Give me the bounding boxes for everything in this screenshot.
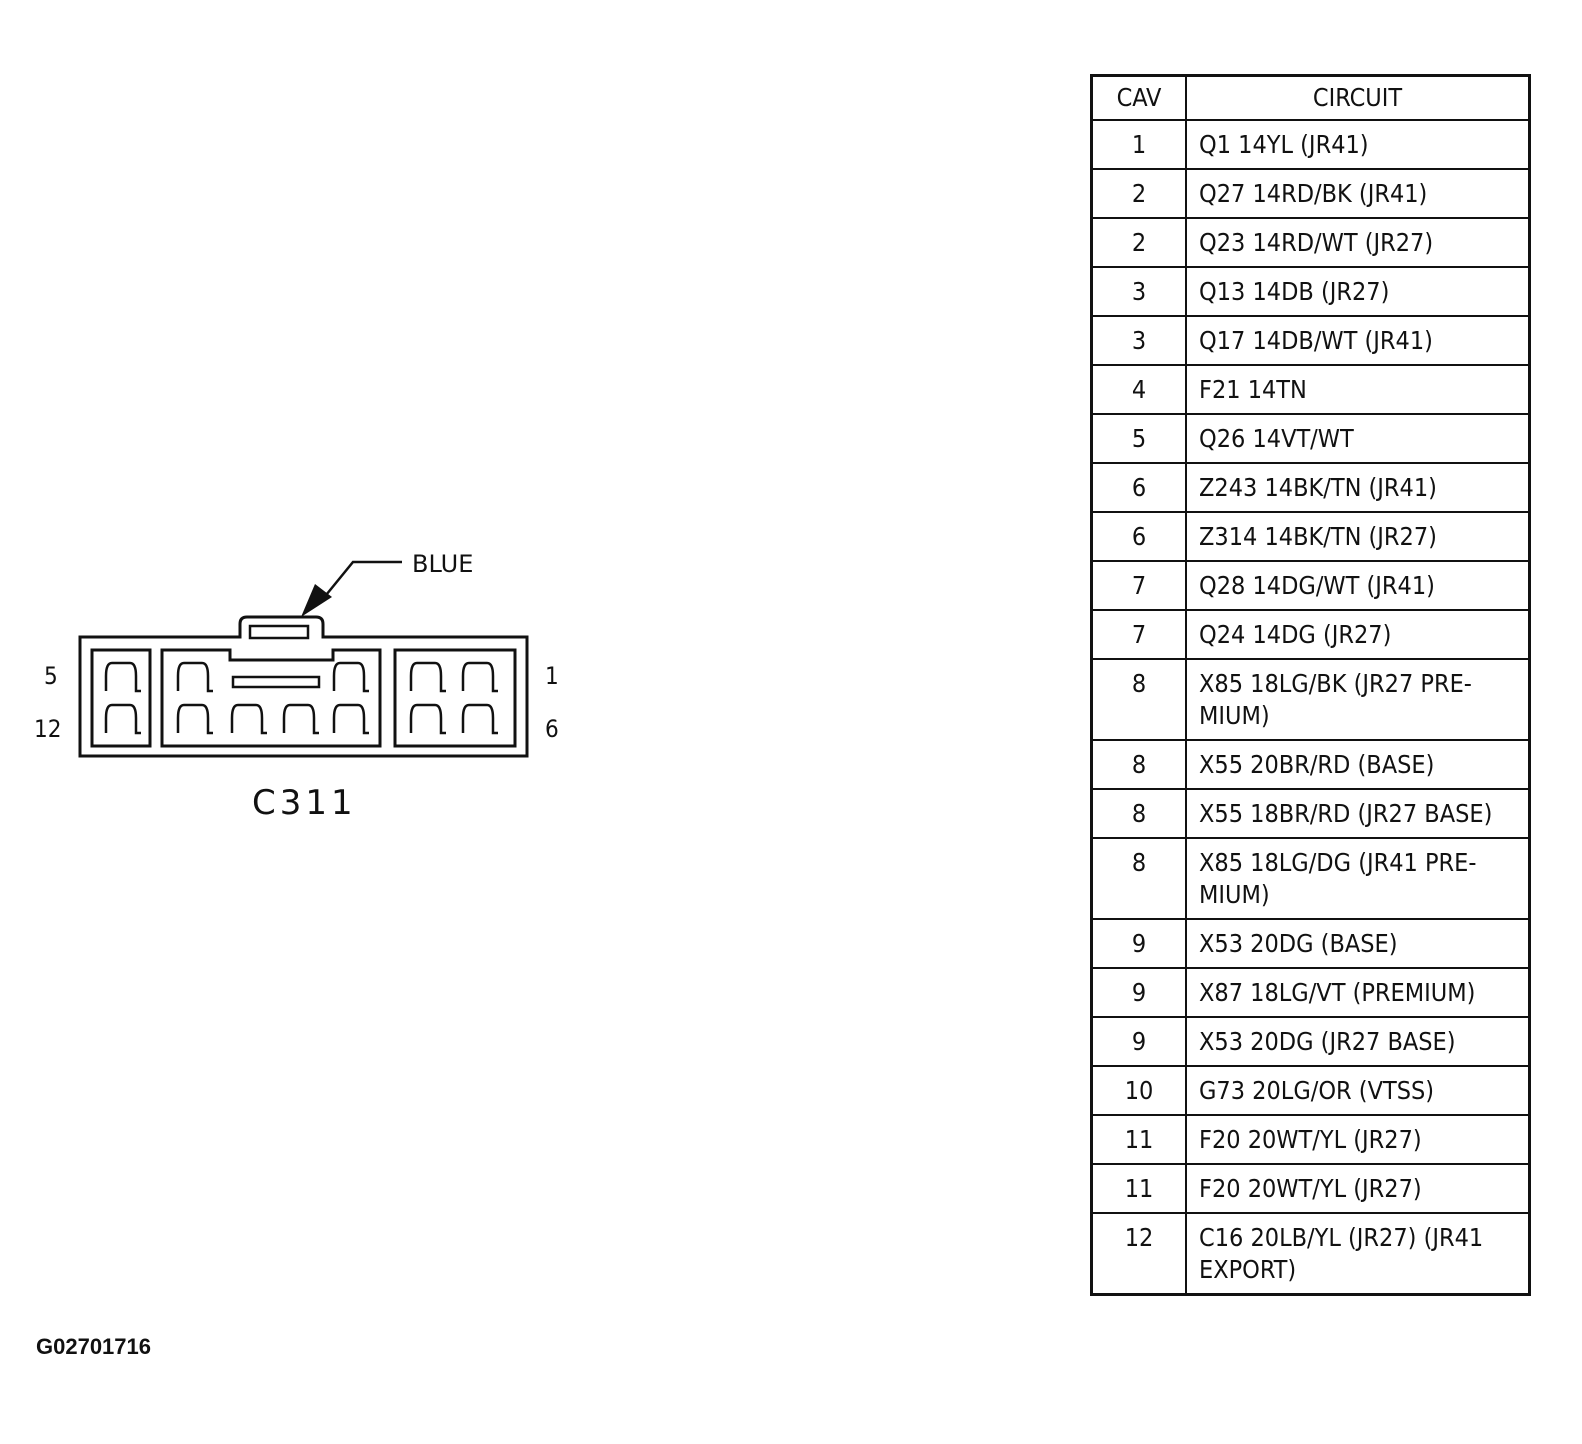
circuit-cell: Q28 14DG/WT (JR41) xyxy=(1185,560,1531,611)
figure-id: G02701716 xyxy=(36,1334,151,1359)
cav-cell: 10 xyxy=(1090,1065,1187,1116)
connector-housing xyxy=(78,615,529,758)
circuit-cell: Q27 14RD/BK (JR41) xyxy=(1185,168,1531,219)
cav-cell: 6 xyxy=(1090,462,1187,513)
circuit-cell: F21 14TN xyxy=(1185,364,1531,415)
color-leader-arrow xyxy=(301,560,402,617)
cav-cell: 9 xyxy=(1090,967,1187,1018)
cav-cell: 9 xyxy=(1090,1016,1187,1067)
cav-cell: 7 xyxy=(1090,560,1187,611)
cav-column-header: CAV xyxy=(1090,74,1187,121)
cav-cell: 7 xyxy=(1090,609,1187,660)
circuit-cell: X53 20DG (JR27 BASE) xyxy=(1185,1016,1531,1067)
circuit-cell: F20 20WT/YL (JR27) xyxy=(1185,1114,1531,1165)
cavity-row-top xyxy=(104,661,498,693)
cav-cell: 2 xyxy=(1090,168,1187,219)
cav-cell: 1 xyxy=(1090,119,1187,170)
cavity xyxy=(104,703,141,735)
circuit-cell: Q26 14VT/WT xyxy=(1185,413,1531,464)
cav-cell: 8 xyxy=(1090,788,1187,839)
cavity xyxy=(176,703,213,735)
circuit-cell: Q24 14DG (JR27) xyxy=(1185,609,1531,660)
cav-cell: 2 xyxy=(1090,217,1187,268)
cav-cell: 3 xyxy=(1090,266,1187,317)
circuit-cell: Q13 14DB (JR27) xyxy=(1185,266,1531,317)
cavity xyxy=(461,703,498,735)
circuit-cell: G73 20LG/OR (VTSS) xyxy=(1185,1065,1531,1116)
cavity xyxy=(104,661,141,693)
circuit-cell: C16 20LB/YL (JR27) (JR41 EXPORT) xyxy=(1185,1212,1531,1296)
pin-label-top-left: 5 xyxy=(44,662,58,690)
cavity xyxy=(282,703,319,735)
cav-cell: 11 xyxy=(1090,1163,1187,1214)
pin-label-bottom-left: 12 xyxy=(34,715,61,743)
circuit-cell: X85 18LG/DG (JR41 PRE- MIUM) xyxy=(1185,837,1531,920)
connector-color-label: BLUE xyxy=(412,550,473,578)
circuit-cell: X55 18BR/RD (JR27 BASE) xyxy=(1185,788,1531,839)
cav-cell: 3 xyxy=(1090,315,1187,366)
cav-cell: 12 xyxy=(1090,1212,1187,1296)
connector-diagram: BLUE 5 12 1 6 C311 xyxy=(34,550,559,823)
circuit-column-header: CIRCUIT xyxy=(1185,74,1531,121)
pin-label-bottom-right: 6 xyxy=(545,715,559,743)
cav-cell: 4 xyxy=(1090,364,1187,415)
pin-label-top-right: 1 xyxy=(545,662,559,690)
circuit-cell: Z243 14BK/TN (JR41) xyxy=(1185,462,1531,513)
cav-cell: 8 xyxy=(1090,837,1187,920)
cavity xyxy=(332,661,369,693)
cav-cell: 11 xyxy=(1090,1114,1187,1165)
cavity-row-bottom xyxy=(104,703,498,735)
circuit-cell: X87 18LG/VT (PREMIUM) xyxy=(1185,967,1531,1018)
circuit-cell: X53 20DG (BASE) xyxy=(1185,918,1531,969)
cavity xyxy=(461,661,498,693)
circuit-cell: Q23 14RD/WT (JR27) xyxy=(1185,217,1531,268)
cavity xyxy=(409,703,446,735)
cav-cell: 6 xyxy=(1090,511,1187,562)
circuit-cell: X55 20BR/RD (BASE) xyxy=(1185,739,1531,790)
circuit-cell: F20 20WT/YL (JR27) xyxy=(1185,1163,1531,1214)
cavity xyxy=(230,703,267,735)
cavity xyxy=(332,703,369,735)
circuit-cell: Q1 14YL (JR41) xyxy=(1185,119,1531,170)
circuit-cell: Z314 14BK/TN (JR27) xyxy=(1185,511,1531,562)
cavity xyxy=(176,661,213,693)
cav-cell: 8 xyxy=(1090,658,1187,741)
circuit-cell: X85 18LG/BK (JR27 PRE- MIUM) xyxy=(1185,658,1531,741)
cav-cell: 9 xyxy=(1090,918,1187,969)
cavity xyxy=(409,661,446,693)
circuit-cell: Q17 14DB/WT (JR41) xyxy=(1185,315,1531,366)
cav-cell: 5 xyxy=(1090,413,1187,464)
table-header-row: CAV CIRCUIT xyxy=(1090,74,1531,121)
connector-id-label: C311 xyxy=(252,783,357,823)
cav-cell: 8 xyxy=(1090,739,1187,790)
